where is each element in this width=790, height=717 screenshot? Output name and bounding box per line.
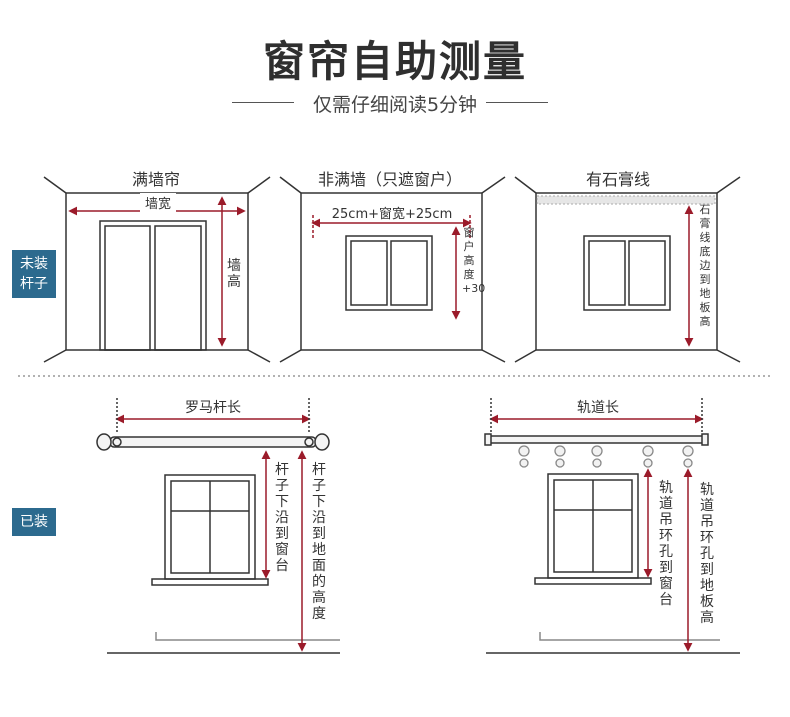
panel-title-plaster-line: 有石膏线 <box>585 170 650 189</box>
measure-partial-wall <box>311 215 472 320</box>
track-runners <box>518 445 694 468</box>
page-subtitle: 仅需仔细阅读5分钟 <box>312 94 478 116</box>
label-plaster-height: 石膏线底边到地板高 <box>699 203 711 328</box>
label-track-to-sill: 轨道吊环孔到窗台 <box>659 480 673 608</box>
subtitle-left-rule <box>232 102 294 103</box>
wall-back-full <box>65 192 249 351</box>
tag-installed: 已装 <box>12 508 56 536</box>
roman-rod <box>109 436 317 448</box>
label-partial-height: 窗户高度+30 <box>462 226 486 295</box>
subtitle-right-rule <box>486 102 548 103</box>
window-partial <box>345 235 433 311</box>
door-frame <box>99 220 207 351</box>
label-partial-width: 25cm+窗宽+25cm <box>331 207 453 222</box>
label-wall-width: 墙宽 <box>140 193 176 212</box>
panel-title-full-wall: 满墙帘 <box>131 170 180 189</box>
measure-full-wall <box>68 196 246 347</box>
window-sill-rod <box>151 578 269 586</box>
panel-roman-rod <box>96 433 340 654</box>
page-title: 窗帘自助测量 <box>262 37 527 86</box>
panel-track <box>484 433 740 654</box>
panel-partial-wall <box>279 176 506 363</box>
window-plaster <box>583 235 671 311</box>
label-track-to-floor: 轨道吊环孔到地板高 <box>700 482 714 626</box>
panel-plaster-line <box>514 176 741 363</box>
measure-roman-rod <box>115 398 311 652</box>
window-sill-track <box>534 577 652 585</box>
tag-not-installed-line2: 杆子 <box>20 276 48 292</box>
label-track-length: 轨道长 <box>577 400 619 416</box>
tag-not-installed: 未装 杆子 <box>12 250 56 298</box>
plaster-molding <box>536 195 716 205</box>
tag-not-installed-line1: 未装 <box>20 256 48 272</box>
curtain-track <box>488 435 705 444</box>
label-rod-to-floor: 杆子下沿到地面的高度 <box>312 462 326 622</box>
label-wall-height: 墙高 <box>227 258 241 290</box>
panel-title-partial-wall: 非满墙（只遮窗户） <box>317 170 462 189</box>
measure-track <box>489 398 704 652</box>
label-rod-length: 罗马杆长 <box>185 400 241 416</box>
label-rod-to-sill: 杆子下沿到窗台 <box>275 462 289 574</box>
